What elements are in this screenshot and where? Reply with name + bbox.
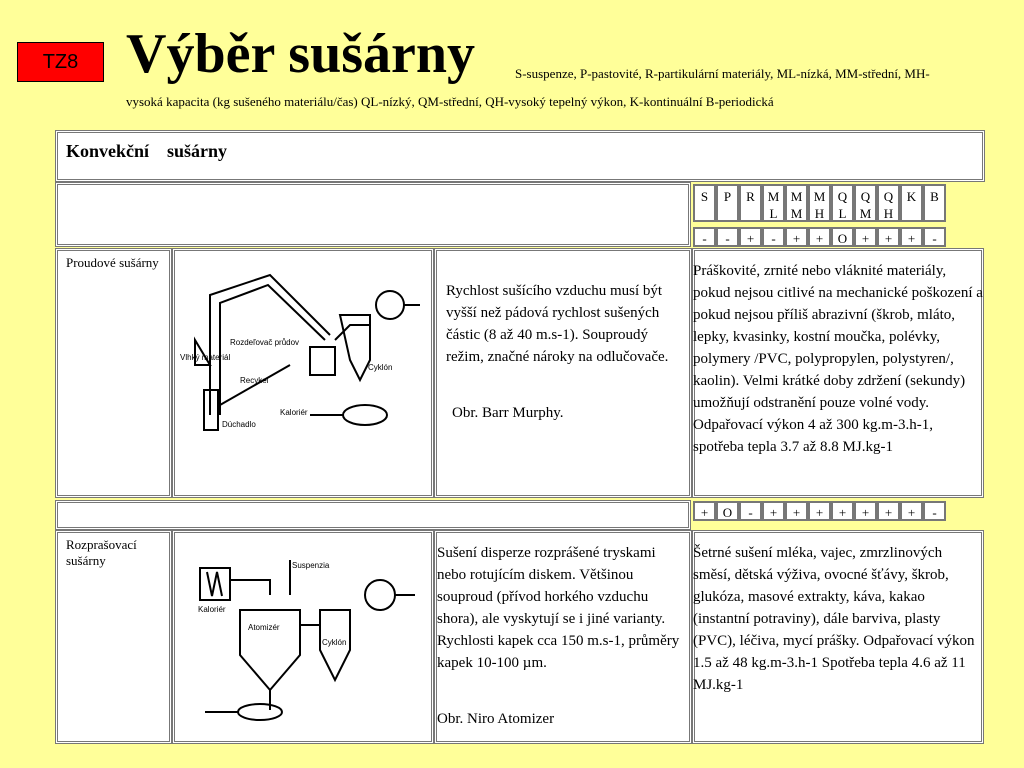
column-header-top: Q [837, 189, 848, 204]
rating-cell: - [923, 227, 946, 247]
column-header-bottom: H [814, 206, 825, 221]
label-heater: Kaloriér [198, 605, 226, 614]
column-header-top: S [700, 189, 709, 204]
rating-cell: + [762, 501, 785, 521]
spray-dryer-diagram: Kaloriér Suspenzia Atomizér Cyklón [198, 560, 415, 721]
flash-dryer-diagram: Vlhký materiál Rozdeľovač průdov Recykel… [180, 273, 420, 431]
header-spacer-box [55, 182, 691, 247]
rating-cell: + [877, 501, 900, 521]
row1-name: Proudové sušárny [66, 255, 159, 270]
column-header-bottom: H [883, 206, 894, 221]
row1-name-cell [55, 248, 172, 498]
legend-line-1: S-suspenze, P-pastovité, R-partikulární … [515, 66, 930, 81]
rating-grid-row2: +O-+++++++- [693, 501, 946, 521]
rating-cell: + [900, 501, 923, 521]
column-header-top: B [930, 189, 939, 204]
row1-diagram-cell [172, 248, 434, 498]
label-chute: Dúchadlo [222, 420, 256, 429]
column-header-top: Q [860, 189, 871, 204]
row1-app-cell [692, 248, 984, 498]
section-title: Konvekční sušárny [66, 141, 228, 161]
rating-cell: + [854, 501, 877, 521]
label-suspension: Suspenzia [292, 561, 330, 570]
column-header-1: P [716, 184, 739, 222]
rating-cell: + [739, 227, 762, 247]
slide-badge: TZ8 [17, 42, 104, 82]
row2-spacer-box [55, 500, 691, 530]
column-header-top: K [906, 189, 917, 204]
rating-cell: + [785, 227, 808, 247]
rating-cell: - [923, 501, 946, 521]
column-header-top: M [813, 189, 826, 204]
rating-cell: O [716, 501, 739, 521]
row1-applications: Práškovité, zrnité nebo vláknité materiá… [693, 263, 983, 455]
page-title: Výběr sušárny [126, 23, 476, 85]
label-flow: Rozdeľovač průdov [230, 338, 299, 347]
row1-source: Obr. Barr Murphy. [452, 405, 564, 421]
row2-name: Rozprašovací sušárny [66, 537, 137, 568]
column-header-bottom: L [769, 206, 778, 221]
label-cyclone: Cyklón [368, 363, 392, 372]
column-header-2: R [739, 184, 762, 222]
column-header-10: B [923, 184, 946, 222]
rating-cell: - [716, 227, 739, 247]
rating-cell: + [831, 501, 854, 521]
rating-cell: + [693, 501, 716, 521]
row2-name-cell [55, 530, 172, 744]
column-header-top: P [723, 189, 732, 204]
row1-description: Rychlost sušícího vzduchu musí být vyšší… [446, 283, 669, 365]
row2-description: Sušení disperze rozprášené tryskami nebo… [437, 545, 680, 671]
column-header-bottom: M [790, 206, 803, 221]
rating-cell: + [854, 227, 877, 247]
row2-diagram-cell [172, 530, 434, 744]
rating-cell: + [877, 227, 900, 247]
rating-cell: - [693, 227, 716, 247]
rating-grid-row1: --+-++O+++- [693, 227, 946, 247]
label-cyclone: Cyklón [322, 638, 346, 647]
rating-cell: + [808, 501, 831, 521]
label-atomizer: Atomizér [248, 623, 280, 632]
column-header-top: R [746, 189, 755, 204]
label-wet: Vlhký materiál [180, 353, 230, 362]
column-header-top: Q [883, 189, 894, 204]
column-header-top: M [790, 189, 803, 204]
column-header-0: S [693, 184, 716, 222]
row2-applications: Šetrné sušení mléka, vajec, zmrzlinových… [693, 545, 975, 693]
label-recycle: Recykel [240, 376, 269, 385]
rating-cell: - [762, 227, 785, 247]
row2-app-cell [692, 530, 984, 744]
rating-cell: + [785, 501, 808, 521]
section-header-box [55, 130, 985, 182]
legend-line-2: vysoká kapacita (kg sušeného materiálu/č… [126, 94, 774, 109]
row2-source: Obr. Niro Atomizer [437, 711, 555, 727]
row1-desc-cell [434, 248, 692, 498]
row2-desc-cell [434, 530, 692, 744]
rating-cell: - [739, 501, 762, 521]
column-header-bottom: L [838, 206, 847, 221]
column-header-9: K [900, 184, 923, 222]
rating-cell: + [900, 227, 923, 247]
label-heater: Kaloriér [280, 408, 308, 417]
column-header-bottom: M [859, 206, 872, 221]
rating-cell: + [808, 227, 831, 247]
column-header-top: M [767, 189, 780, 204]
rating-cell: O [831, 227, 854, 247]
